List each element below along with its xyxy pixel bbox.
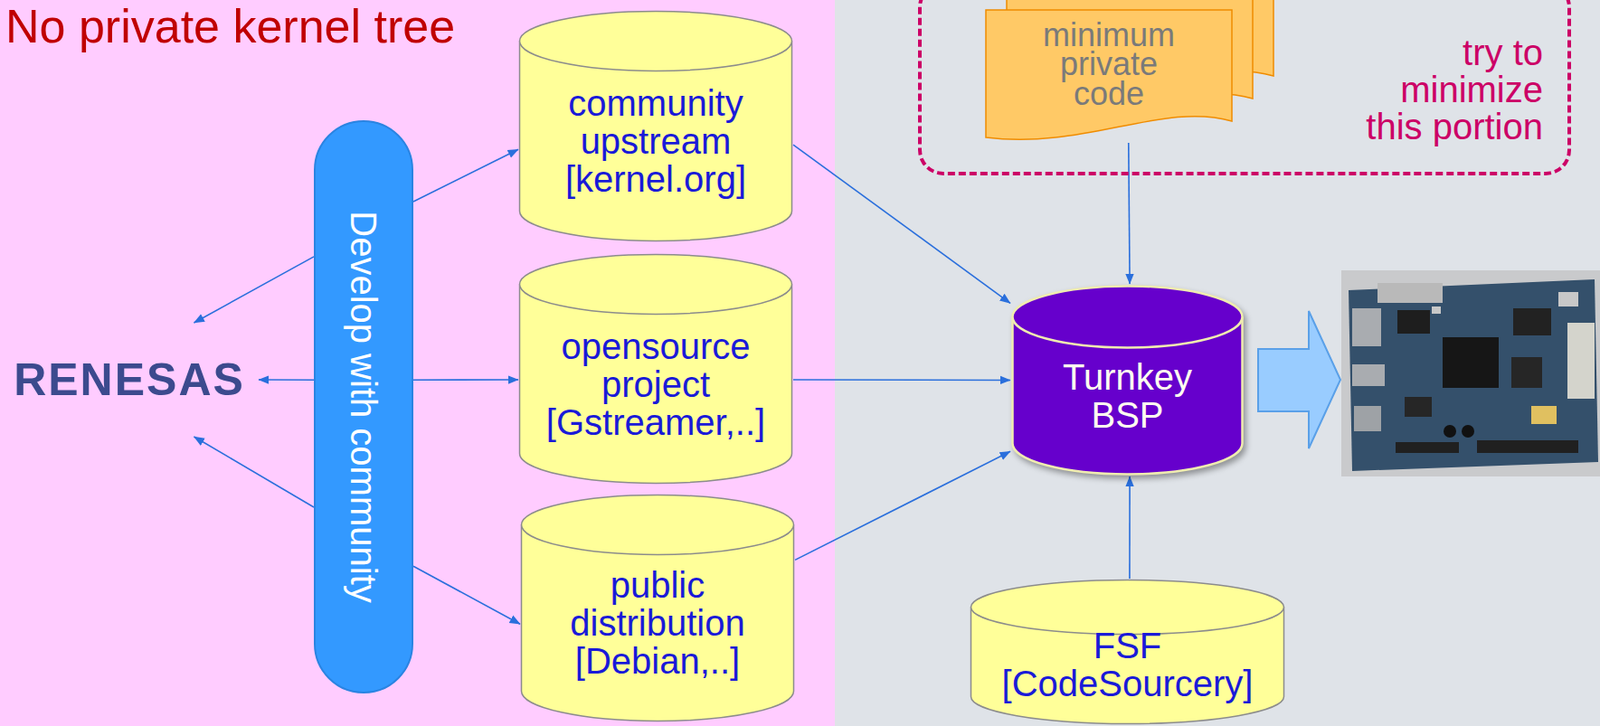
toolchain-repository: FSF [CodeSourcery]: [969, 578, 1286, 726]
port-connector: [1352, 308, 1382, 347]
block-arrow: [1258, 311, 1341, 449]
jack: [1461, 425, 1475, 438]
component: [1531, 406, 1557, 425]
port-connector: [1353, 406, 1382, 432]
source-repository: public distribution [Debian,..]: [520, 493, 796, 723]
connector-arrow: [258, 378, 314, 381]
region-note: try to minimize this portion: [1353, 34, 1544, 145]
community-ground: [0, 0, 835, 726]
community-band: Develop with community: [313, 120, 414, 694]
cylinder-top: [1013, 286, 1243, 349]
slide-title: No private kernel tree: [5, 0, 455, 55]
connector-arrow: [194, 256, 315, 323]
chip: [1404, 397, 1432, 417]
cylinder-top: [521, 495, 795, 556]
connector-arrow: [795, 451, 1011, 560]
circuit-board: [1348, 279, 1599, 472]
document-label: minimum private code: [1022, 20, 1195, 109]
connector-arrow: [413, 566, 521, 625]
band-label: Develop with community: [343, 210, 384, 604]
bsp-label: Turnkey BSP: [1037, 358, 1219, 435]
title-holder: No private kernel tree: [5, 0, 455, 55]
photo-ground: [1341, 270, 1600, 477]
chip: [1511, 357, 1543, 389]
repository-label: community upstream [kernel.org]: [533, 84, 778, 199]
pin-header: [1476, 440, 1579, 454]
repository-label: public distribution [Debian,..]: [535, 566, 780, 681]
connector-arrow: [793, 144, 1011, 303]
connector-arrow: [793, 378, 1011, 381]
card-slot: [1377, 283, 1443, 303]
board-photo: [1341, 270, 1600, 477]
processor-chip: [1442, 337, 1499, 389]
cylinder-top: [520, 255, 793, 315]
repository-label: opensource project [Gstreamer,..]: [533, 327, 778, 442]
jack: [1443, 425, 1457, 438]
component: [1558, 292, 1579, 307]
logo-text: RENESAS: [13, 355, 246, 406]
connector-arrow: [1128, 142, 1130, 285]
chip: [1513, 308, 1552, 336]
connector-arrow: [194, 436, 315, 508]
document-page: [985, 9, 1232, 140]
pin-header: [1395, 442, 1459, 454]
source-repository: community upstream [kernel.org]: [518, 9, 794, 243]
cylinder-top: [520, 11, 793, 72]
private-code-region: try to minimize this portion minimum priv…: [918, 0, 1572, 176]
company-logo: RENESAS: [0, 322, 259, 437]
port-connector: [1352, 364, 1385, 387]
repository-label: FSF [CodeSourcery]: [992, 626, 1264, 703]
source-repository: opensource project [Gstreamer,..]: [518, 253, 794, 485]
turnkey-bsp: Turnkey BSP: [1010, 284, 1245, 477]
product-ground: [834, 0, 1600, 726]
connector-arrow: [413, 149, 519, 202]
chip: [1397, 310, 1430, 334]
connector-arrow: [1128, 476, 1131, 579]
connector-arrow: [413, 378, 519, 381]
component: [1431, 306, 1441, 314]
private-code-document: minimum private code: [985, 9, 1232, 143]
edge-connector: [1567, 322, 1595, 399]
